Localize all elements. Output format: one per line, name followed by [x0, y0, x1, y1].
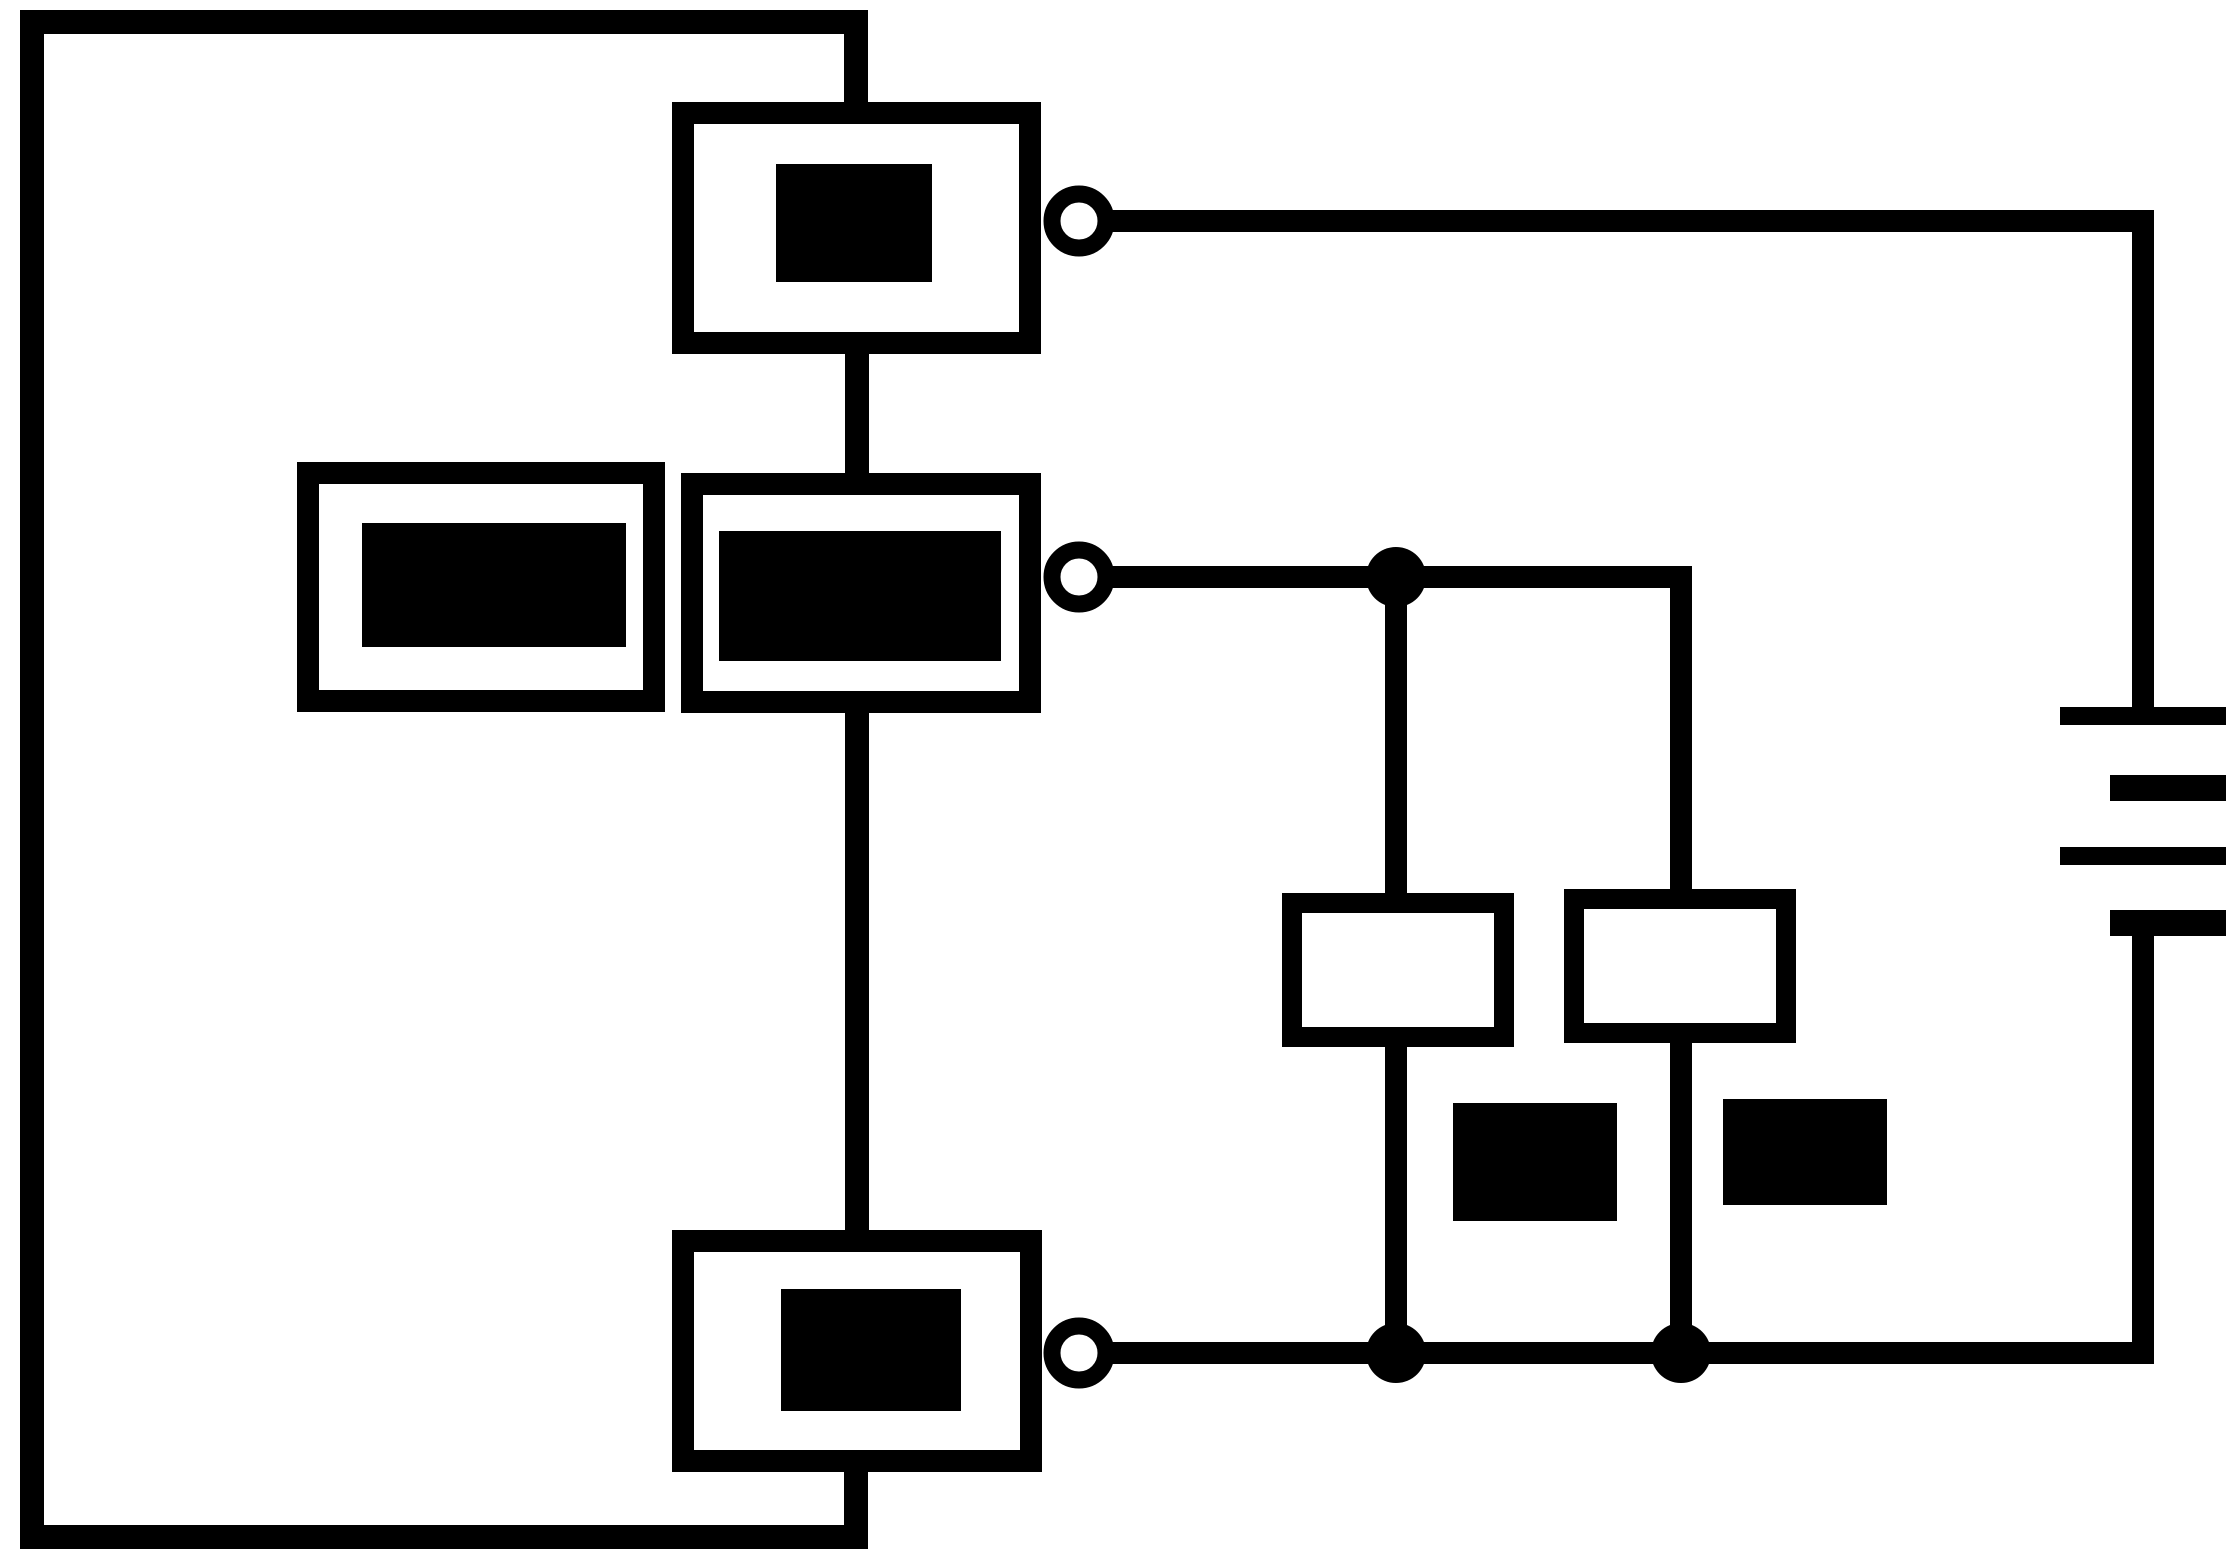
wire-bottom-to-battery	[1106, 923, 2154, 1364]
redaction-top-box	[776, 164, 932, 282]
middle-terminal	[1043, 541, 1115, 613]
redaction-bottom-box	[781, 1289, 961, 1411]
redaction-label-left	[1453, 1103, 1617, 1221]
redaction-label-right	[1723, 1099, 1887, 1205]
outer-loop-wire	[20, 10, 868, 1549]
bottom-terminal	[1043, 1317, 1115, 1389]
bottom-wire-junction-right	[1651, 1323, 1711, 1383]
redaction-middle-box	[719, 531, 1001, 661]
bottom-wire-junction-left	[1366, 1323, 1426, 1383]
wire-middle-branch	[1106, 566, 1692, 901]
wire-top-to-battery	[1106, 210, 2154, 716]
battery	[2060, 707, 2226, 936]
redaction-left-box	[362, 523, 626, 647]
resistor-right	[1564, 889, 1796, 1043]
resistor-left	[1282, 893, 1514, 1047]
top-terminal	[1043, 185, 1115, 257]
schematic-linework	[20, 10, 2226, 1549]
middle-wire-junction	[1366, 547, 1426, 607]
